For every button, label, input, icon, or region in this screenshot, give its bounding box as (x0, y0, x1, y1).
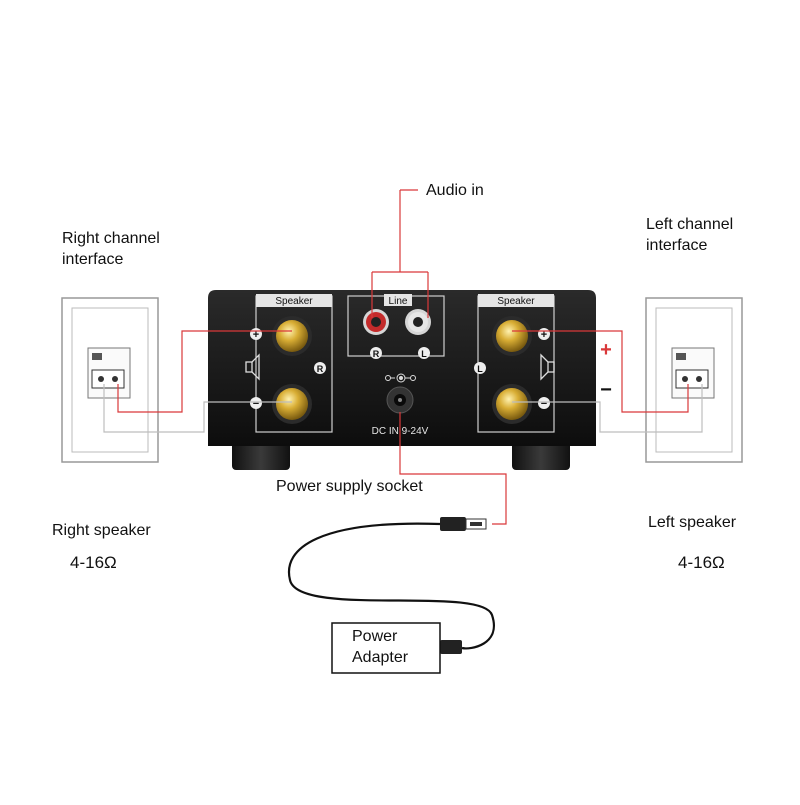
dc-socket-icon (386, 386, 414, 414)
right-impedance-label: 4-16Ω (70, 553, 117, 572)
polarity-plus-marker: + (600, 339, 612, 361)
line-panel-label: Line (389, 296, 408, 307)
wire-left-speaker-negative (512, 384, 703, 433)
binding-post-icon (492, 316, 532, 424)
left-channel-interface-label: Left channel interface (646, 216, 734, 254)
wire-right-speaker-positive (117, 330, 292, 413)
polarity-minus-marker: − (600, 379, 612, 401)
rca-l-label: L (421, 349, 427, 359)
wire-power-supply (399, 412, 507, 525)
binding-post-icon (272, 316, 312, 424)
adapter-plug-icon (440, 640, 462, 654)
amplifier-rear-panel (208, 290, 596, 446)
dc-polarity-symbol-icon (385, 373, 416, 383)
right-channel-interface-label: Right channel interface (62, 230, 160, 268)
amp-foot-right (512, 440, 570, 470)
power-adapter-box (331, 622, 441, 674)
amp-right-minus-badge: − (541, 398, 547, 410)
amp-right-plus-badge: + (541, 329, 547, 341)
power-supply-socket-label: Power supply socket (276, 478, 423, 495)
channel-l-badge: L (477, 364, 483, 374)
speaker-panel-label-left: Speaker (275, 296, 313, 307)
right-speaker-label: Right speaker (52, 522, 151, 539)
amp-foot-left (232, 440, 290, 470)
wire-audio-in (371, 189, 429, 318)
rca-jack-icon (363, 309, 431, 335)
channel-r-badge: R (317, 364, 324, 374)
left-impedance-label: 4-16Ω (678, 553, 725, 572)
speaker-symbol-icon (245, 353, 555, 381)
usb-plug-icon (440, 517, 487, 531)
speaker-panel-label-right: Speaker (497, 296, 535, 307)
rca-r-label: R (373, 349, 380, 359)
wire-right-speaker-negative (103, 384, 292, 433)
power-adapter-label: Power Adapter (352, 628, 409, 666)
right-speaker-cabinet-icon (61, 297, 159, 463)
audio-in-label: Audio in (426, 182, 484, 199)
power-cable (287, 522, 495, 650)
left-speaker-label: Left speaker (648, 514, 737, 531)
wire-left-speaker-positive (512, 330, 689, 413)
left-speaker-cabinet-icon (645, 297, 743, 463)
amp-left-plus-badge: + (253, 329, 259, 341)
amp-left-minus-badge: − (253, 398, 259, 410)
